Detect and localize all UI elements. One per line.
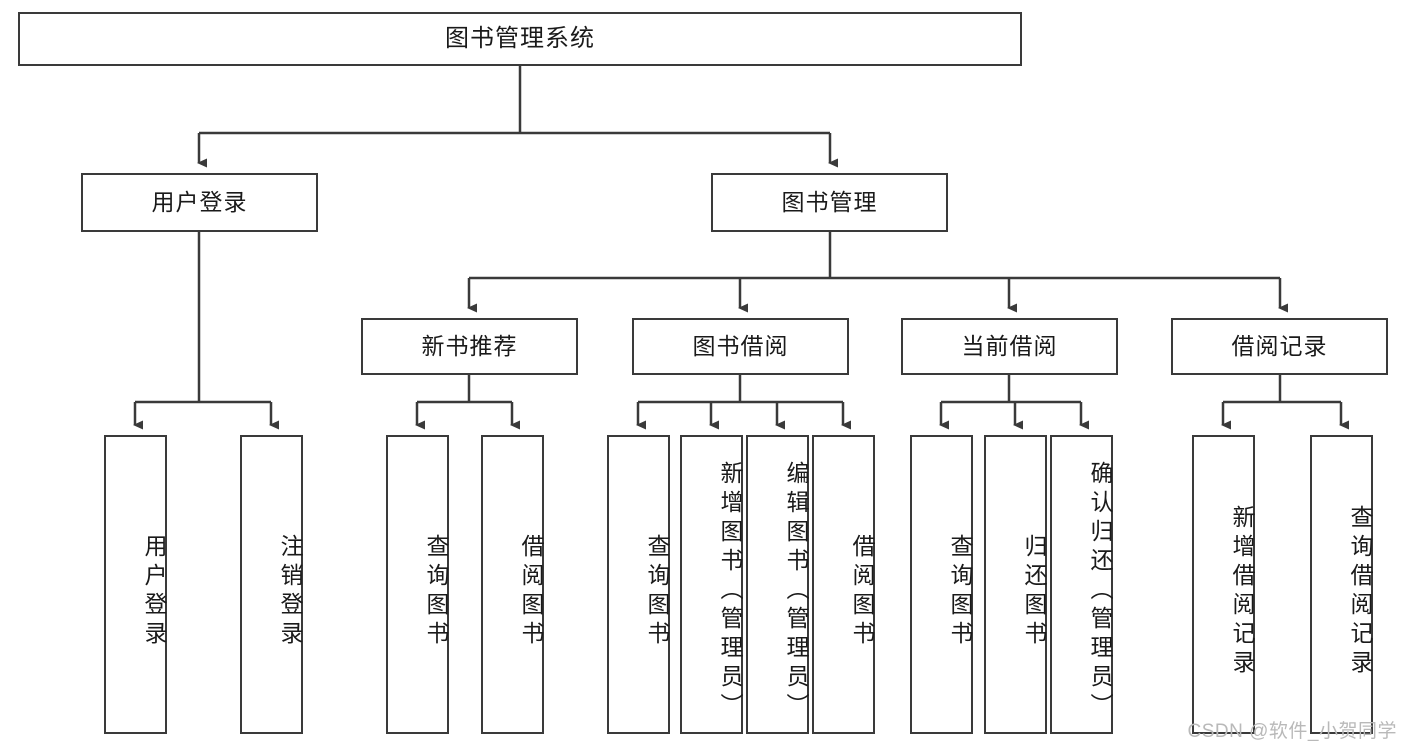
node-leaf-confirm-return[interactable]: 确认归还（管理员） xyxy=(1050,435,1113,734)
node-leaf-borrow-book-2-label: 借阅图书 xyxy=(849,533,875,650)
node-leaf-query-record[interactable]: 查询借阅记录 xyxy=(1310,435,1373,734)
node-borrow-record[interactable]: 借阅记录 xyxy=(1171,318,1388,375)
node-current-borrow[interactable]: 当前借阅 xyxy=(901,318,1118,375)
node-leaf-query-book-2[interactable]: 查询图书 xyxy=(607,435,670,734)
node-leaf-query-book-2-label: 查询图书 xyxy=(644,533,670,650)
node-leaf-add-book-label: 新增图书（管理员） xyxy=(717,461,743,722)
node-leaf-query-book-1-label: 查询图书 xyxy=(423,533,449,650)
node-book-borrow[interactable]: 图书借阅 xyxy=(632,318,849,375)
node-leaf-return-book[interactable]: 归还图书 xyxy=(984,435,1047,734)
node-leaf-user-logout-label: 注销登录 xyxy=(277,533,303,650)
node-user-login-label: 用户登录 xyxy=(151,188,248,215)
node-new-book-recommend[interactable]: 新书推荐 xyxy=(361,318,578,375)
node-leaf-confirm-return-label: 确认归还（管理员） xyxy=(1087,461,1113,722)
node-leaf-borrow-book-1-label: 借阅图书 xyxy=(518,533,544,650)
node-book-manage-label: 图书管理 xyxy=(781,188,878,215)
node-book-borrow-label: 图书借阅 xyxy=(692,332,789,359)
node-current-borrow-label: 当前借阅 xyxy=(961,332,1058,359)
node-new-book-recommend-label: 新书推荐 xyxy=(421,332,518,359)
node-leaf-user-login-label: 用户登录 xyxy=(141,533,167,650)
node-leaf-borrow-book-1[interactable]: 借阅图书 xyxy=(481,435,544,734)
node-book-manage[interactable]: 图书管理 xyxy=(711,173,948,232)
node-leaf-user-login[interactable]: 用户登录 xyxy=(104,435,167,734)
node-leaf-query-book-1[interactable]: 查询图书 xyxy=(386,435,449,734)
node-leaf-query-book-3[interactable]: 查询图书 xyxy=(910,435,973,734)
node-leaf-borrow-book-2[interactable]: 借阅图书 xyxy=(812,435,875,734)
node-leaf-user-logout[interactable]: 注销登录 xyxy=(240,435,303,734)
node-leaf-query-record-label: 查询借阅记录 xyxy=(1347,504,1373,679)
node-leaf-add-record[interactable]: 新增借阅记录 xyxy=(1192,435,1255,734)
node-user-login[interactable]: 用户登录 xyxy=(81,173,318,232)
node-borrow-record-label: 借阅记录 xyxy=(1231,332,1328,359)
node-root-system[interactable]: 图书管理系统 xyxy=(18,12,1022,66)
node-leaf-add-book[interactable]: 新增图书（管理员） xyxy=(680,435,743,734)
node-leaf-add-record-label: 新增借阅记录 xyxy=(1229,504,1255,679)
node-leaf-query-book-3-label: 查询图书 xyxy=(947,533,973,650)
node-leaf-edit-book[interactable]: 编辑图书（管理员） xyxy=(746,435,809,734)
node-root-label: 图书管理系统 xyxy=(445,24,595,52)
node-leaf-return-book-label: 归还图书 xyxy=(1021,533,1047,650)
node-leaf-edit-book-label: 编辑图书（管理员） xyxy=(783,461,809,722)
